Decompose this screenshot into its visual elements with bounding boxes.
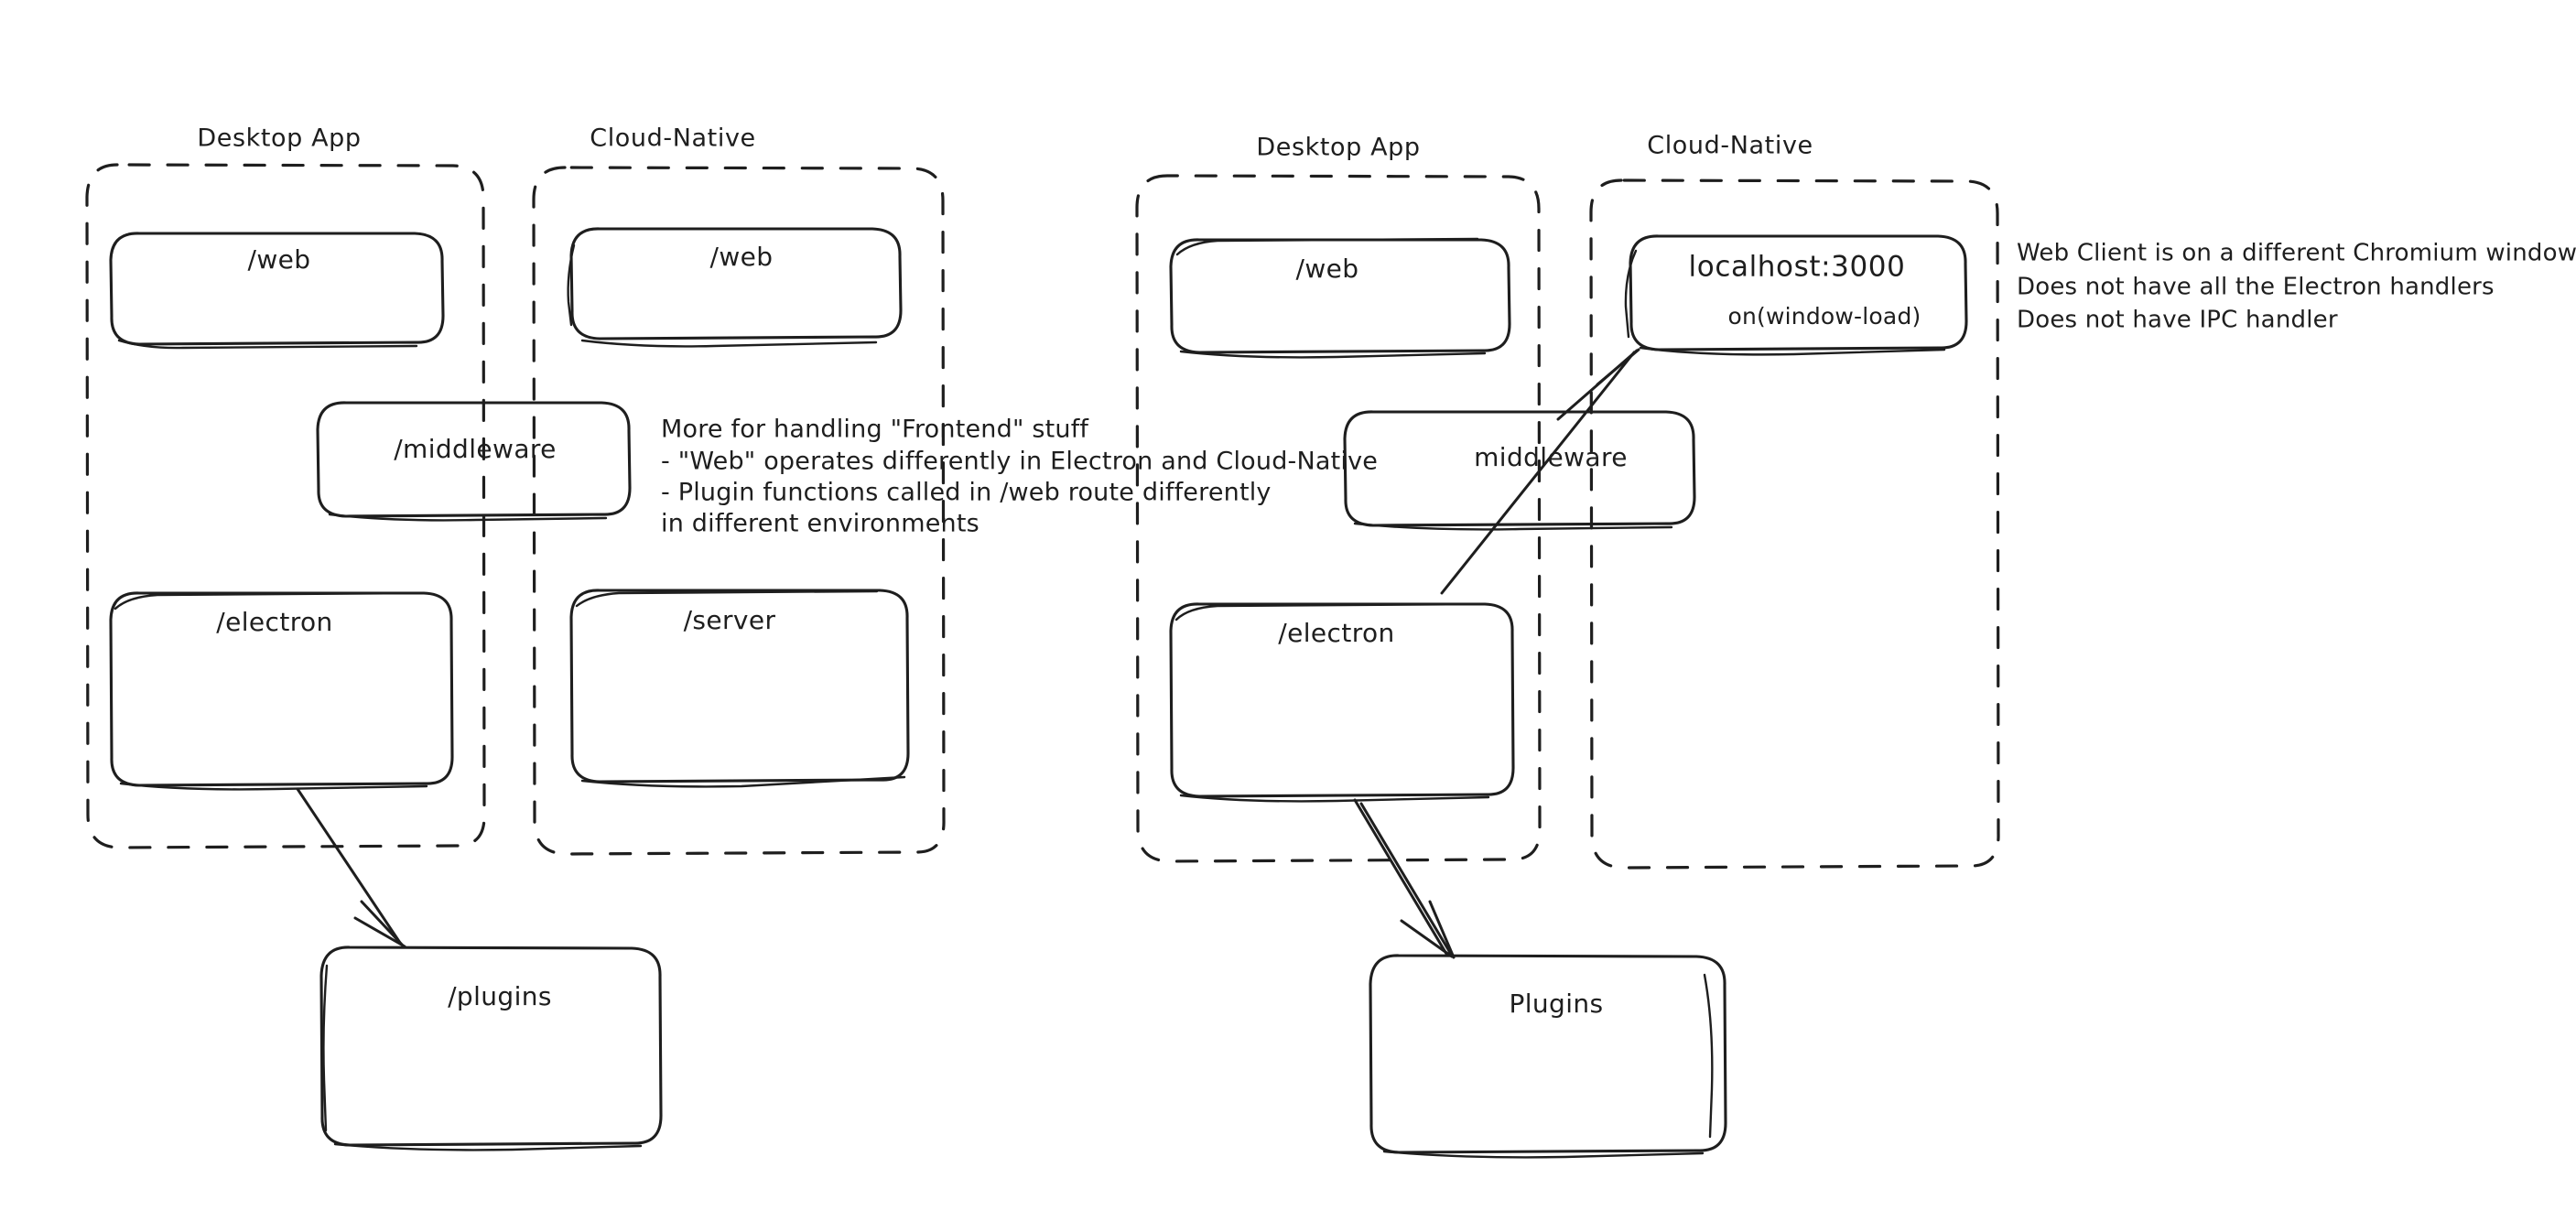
note-green-line-3: - Plugin functions called in /web route … (661, 479, 1272, 507)
group-left-desktop-app: Desktop App (85, 124, 486, 849)
left-server-label: /server (684, 605, 776, 635)
left-cloud-web-box-sketch-bottom (580, 339, 878, 348)
right-localhost-label: localhost:3000 (1689, 251, 1906, 284)
left-electron-plugins-arrow-head-b (353, 916, 406, 948)
left-plugins-box-sketch-bottom (333, 1142, 643, 1151)
right-electron-plugins-arrow-head-a (1428, 900, 1456, 959)
left-electron-box-sketch-top (114, 591, 423, 611)
left-desktop-web-label: /web (248, 244, 311, 275)
right-plugins-label: Plugins (1509, 989, 1603, 1019)
note-green: More for handling "Frontend" stuff - "We… (661, 416, 1378, 538)
right-electron-plugins-arrow-shaft-2 (1359, 802, 1454, 957)
note-red: Web Client is on a different Chromium wi… (2017, 240, 2576, 334)
right-electron-localhost-arrow-shaft (1440, 351, 1636, 595)
left-middleware-label: /middleware (394, 434, 557, 464)
right-desktop-web-box-sketch-bottom (1179, 350, 1487, 359)
right-localhost-sublabel: on(window-load) (1728, 303, 1921, 330)
right-middleware-box (1343, 410, 1696, 527)
right-desktop-app-title: Desktop App (1256, 134, 1420, 162)
group-right-desktop-app: Desktop App (1135, 134, 1542, 863)
right-desktop-web-box-sketch-top (1175, 237, 1479, 256)
right-electron-plugins-arrow-head-b (1400, 919, 1454, 958)
node-right-plugins[interactable]: Plugins (1369, 954, 1727, 1159)
left-middleware-box-sketch (328, 513, 608, 522)
left-server-box-sketch-top (575, 589, 879, 608)
left-desktop-web-box-sketch (117, 339, 418, 350)
node-right-middleware[interactable]: middleware (1343, 410, 1696, 531)
node-left-server[interactable]: /server (569, 589, 910, 788)
right-desktop-web-label: /web (1296, 254, 1359, 284)
right-electron-box-sketch-bottom (1179, 794, 1490, 803)
left-plugins-box (319, 946, 663, 1147)
right-desktop-web-box (1169, 238, 1511, 354)
edge-right-electron-to-localhost (1440, 348, 1640, 595)
left-electron-box-sketch-bottom (119, 782, 428, 791)
node-right-desktop-web[interactable]: /web (1169, 237, 1511, 359)
node-right-localhost[interactable]: localhost:3000 on(window-load) (1624, 234, 1968, 356)
left-desktop-app-title: Desktop App (197, 124, 361, 153)
edge-left-electron-to-plugins (296, 787, 406, 948)
left-plugins-box-sketch-left (322, 964, 329, 1132)
right-electron-box-sketch-top (1174, 602, 1483, 621)
left-plugins-label: /plugins (448, 981, 552, 1011)
left-cloud-native-boundary (532, 166, 946, 856)
right-plugins-box-sketch-right (1703, 973, 1714, 1139)
group-left-cloud-native: Cloud-Native (532, 124, 946, 856)
right-localhost-box-sketch-left (1624, 249, 1638, 339)
right-electron-box (1169, 602, 1515, 798)
left-electron-plugins-arrow-shaft (296, 787, 402, 945)
note-red-line-1: Web Client is on a different Chromium wi… (2017, 240, 2576, 267)
left-cloud-web-box-sketch-left (567, 243, 576, 327)
node-left-desktop-web[interactable]: /web (109, 232, 445, 350)
right-electron-plugins-arrow-shaft (1353, 798, 1448, 956)
right-electron-localhost-arrow-head-b (1596, 348, 1640, 386)
left-cloud-web-label: /web (710, 242, 774, 272)
note-red-line-2: Does not have all the Electron handlers (2017, 274, 2495, 301)
left-desktop-web-box (109, 232, 445, 346)
right-cloud-native-boundary (1589, 178, 2000, 870)
node-left-middleware[interactable]: /middleware (316, 401, 632, 522)
note-green-line-4: in different environments (661, 510, 980, 538)
node-right-electron[interactable]: /electron (1169, 602, 1515, 803)
left-server-box (569, 589, 910, 784)
node-left-electron[interactable]: /electron (109, 591, 454, 791)
right-localhost-box (1629, 234, 1968, 351)
note-green-line-1: More for handling "Frontend" stuff (661, 416, 1089, 444)
edge-right-electron-to-plugins (1353, 798, 1456, 959)
left-electron-box (109, 591, 454, 787)
right-electron-label: /electron (1278, 618, 1394, 648)
right-middleware-box-sketch (1353, 522, 1673, 531)
left-middleware-box (316, 401, 632, 518)
note-green-line-2: - "Web" operates differently in Electron… (661, 448, 1378, 476)
left-cloud-native-title: Cloud-Native (590, 124, 756, 153)
note-red-line-3: Does not have IPC handler (2017, 307, 2338, 334)
left-electron-label: /electron (216, 607, 332, 637)
left-server-box-sketch-bottom (580, 775, 906, 788)
left-electron-plugins-arrow-head-a (360, 900, 405, 947)
node-left-plugins[interactable]: /plugins (319, 946, 663, 1151)
group-right-cloud-native: Cloud-Native (1589, 132, 2000, 870)
node-left-cloud-web[interactable]: /web (567, 227, 903, 348)
right-desktop-app-boundary (1135, 174, 1542, 863)
right-cloud-native-title: Cloud-Native (1647, 132, 1813, 160)
right-localhost-box-sketch-bottom (1639, 346, 1946, 356)
right-plugins-box-sketch-bottom (1382, 1150, 1705, 1159)
left-desktop-app-boundary (85, 163, 486, 849)
right-plugins-box (1369, 954, 1727, 1154)
